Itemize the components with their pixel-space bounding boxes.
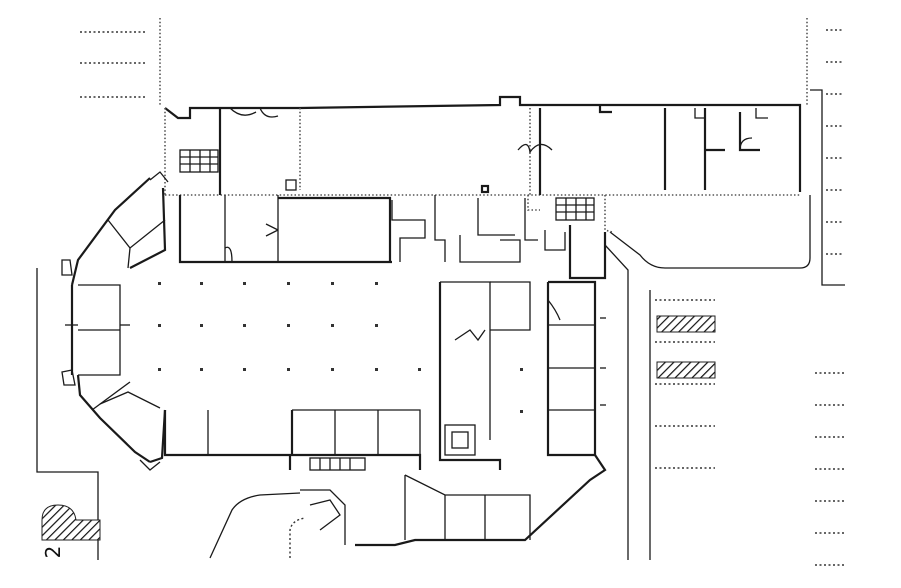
corner-number-label: 2 [41, 546, 65, 559]
main-floor [178, 195, 613, 280]
left-rotunda [61, 171, 169, 471]
column-grid [158, 282, 523, 413]
top-wing [164, 95, 802, 196]
parking-stalls-right-top [826, 29, 843, 255]
hatched-stall-2 [656, 361, 716, 379]
parking-stalls-top-left [80, 31, 145, 98]
hatched-stall-1 [656, 315, 716, 333]
site-boundary [36, 18, 845, 560]
hatched-island [41, 504, 101, 541]
lower-building [163, 280, 607, 547]
parking-stalls-right-bottom [815, 372, 845, 566]
parking-stalls-middle [655, 299, 715, 469]
